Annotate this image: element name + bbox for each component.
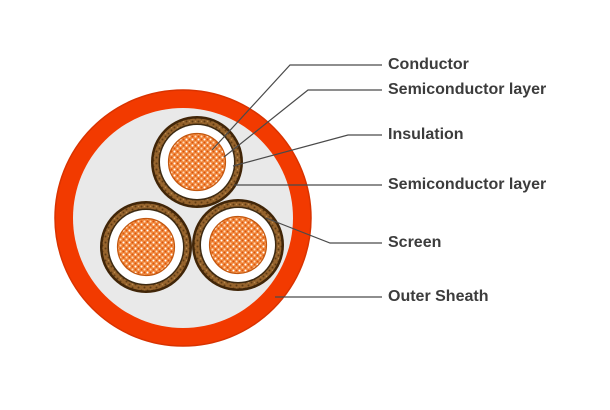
cable-core-top: [150, 115, 244, 209]
label-semiconductor-layer-upper: Semiconductor layer: [388, 81, 547, 98]
leader-line-semiconductor-1: [223, 89, 382, 158]
label-insulation: Insulation: [388, 126, 464, 143]
cable-core-bottom-left: [99, 200, 193, 294]
leader-line-insulation: [232, 134, 382, 167]
label-semiconductor-layer-lower: Semiconductor layer: [388, 176, 547, 193]
leader-line-screen: [265, 217, 382, 244]
leader-line-conductor: [211, 64, 382, 151]
label-screen: Screen: [388, 234, 442, 251]
label-conductor: Conductor: [388, 56, 469, 73]
label-outer-sheath: Outer Sheath: [388, 288, 489, 305]
cable-core-bottom-right: [191, 198, 285, 292]
